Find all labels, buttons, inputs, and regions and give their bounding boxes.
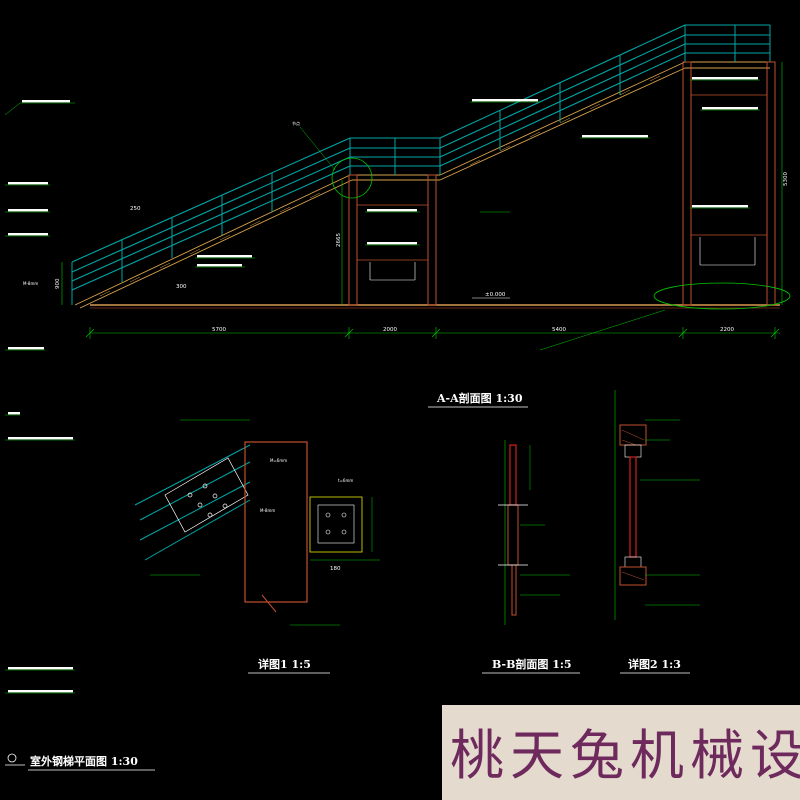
stringer-lower (74, 61, 770, 309)
vertical-dimensions (61, 62, 783, 305)
leader-node (299, 126, 336, 171)
watermark-banner: 桃天兔机械设 (442, 705, 800, 800)
elevation-ground: ±0.000 (485, 292, 506, 298)
section-aa-elevation: 5700 2000 5400 2200 900 5300 2665 300 25… (23, 24, 791, 339)
dim-bottom-2: 2000 (383, 327, 397, 333)
handrail-lower (71, 24, 770, 291)
label-t6: t=6mm (338, 478, 353, 483)
dim-bottom-4: 2200 (720, 327, 734, 333)
middle-support-frame (348, 174, 437, 306)
label-m8: M-8mm (260, 508, 275, 513)
dim-top-spacing: 250 (130, 206, 141, 212)
dim-height-left: 900 (55, 278, 61, 289)
bottom-dimension-line (85, 327, 780, 339)
title-detail-1: 详图1 1:5 (258, 657, 311, 671)
detail-1 (134, 419, 380, 626)
dim-step: 300 (176, 284, 187, 290)
title-section-bb: B-B剖面图 1:5 (492, 657, 572, 671)
label-node: 节点 (292, 120, 300, 126)
stair-treads (99, 75, 661, 297)
annotation-leaders (4, 79, 760, 694)
base-callout-ellipse (653, 282, 791, 310)
section-bb (498, 440, 570, 625)
label-m6: M=6mm (270, 458, 287, 463)
label-m8-mid: M-8mm (23, 281, 38, 286)
dim-mid-height: 2665 (336, 233, 342, 247)
annotation-text-marks (8, 77, 758, 693)
dim-height-right: 5300 (783, 172, 789, 186)
handrail-posts (71, 25, 771, 305)
title-section-aa: A-A剖面图 1:30 (436, 391, 523, 405)
detail-2 (614, 390, 700, 620)
dim-detail-b: 180 (330, 566, 341, 572)
node-callout-circle (331, 157, 373, 199)
dim-bottom-3: 5400 (552, 327, 566, 333)
dim-bottom-1: 5700 (212, 327, 226, 333)
right-support-frame (682, 61, 776, 306)
plan-title-symbol (5, 753, 25, 766)
title-detail-2: 详图2 1:3 (628, 657, 681, 671)
watermark-text: 桃天兔机械设 (450, 724, 800, 787)
title-plan: 室外钢梯平面图 1:30 (30, 754, 138, 768)
